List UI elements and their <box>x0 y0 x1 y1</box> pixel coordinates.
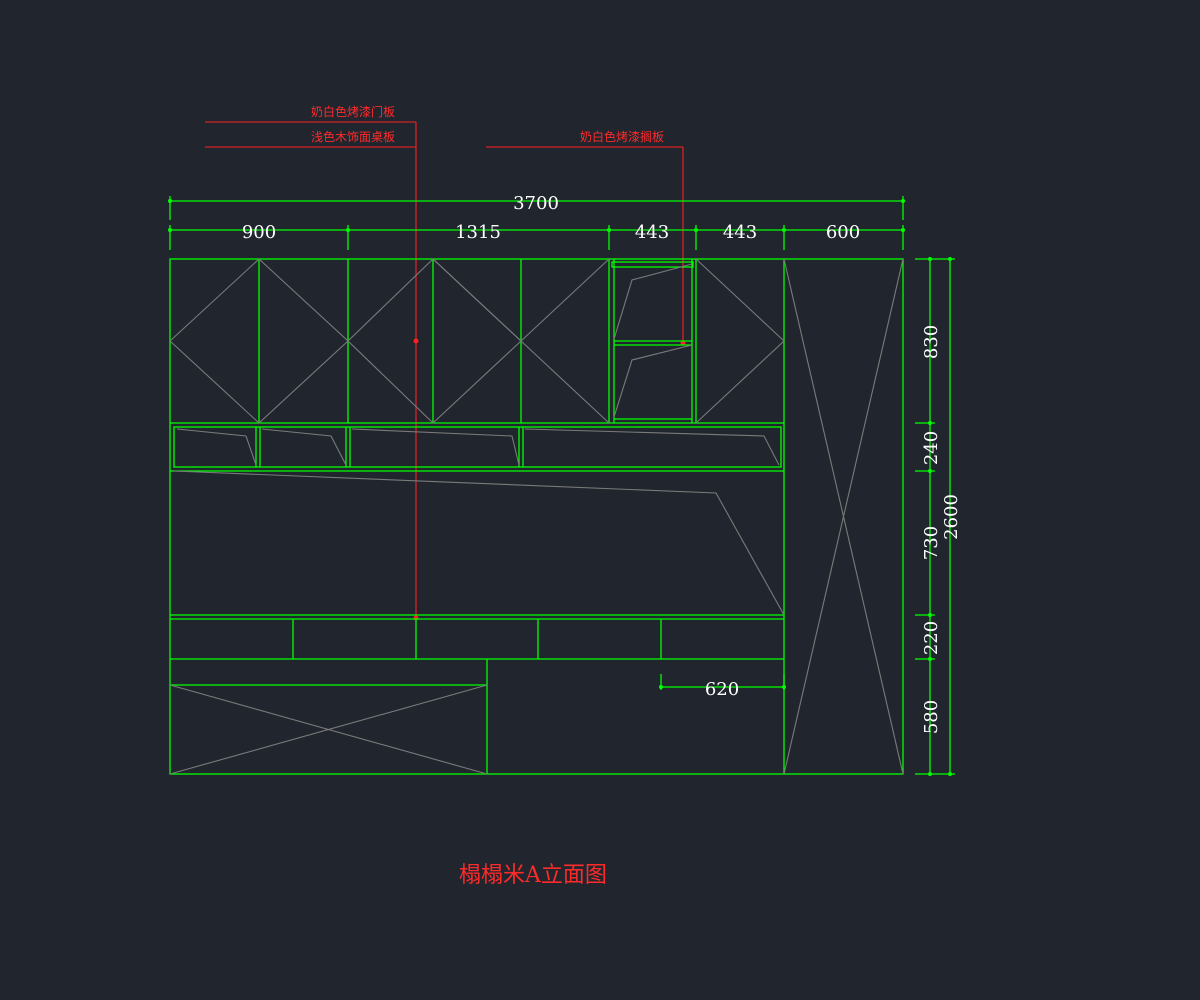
dim-width-5: 600 <box>826 222 860 243</box>
dim-width-4: 443 <box>723 222 757 243</box>
callout-shelf-panel: 奶白色烤漆搁板 <box>580 129 664 144</box>
dim-total-height: 2600 <box>941 494 962 540</box>
horizontal-dimension-lines <box>168 196 905 250</box>
dim-total-width: 3700 <box>513 193 559 214</box>
vertical-dimension-lines <box>915 257 955 776</box>
drawing-title: 榻榻米A立面图 <box>459 863 607 888</box>
dim-height-4: 220 <box>921 621 942 655</box>
door-swing-lines <box>169 258 904 775</box>
cabinet-structure <box>169 258 904 775</box>
dim-height-2: 240 <box>921 431 942 465</box>
callout-door-panel: 奶白色烤漆门板 <box>311 104 395 119</box>
callout-desk-panel: 浅色木饰面桌板 <box>311 130 395 144</box>
dim-width-2: 1315 <box>455 222 501 243</box>
dim-height-3: 730 <box>921 526 942 560</box>
dim-height-5: 580 <box>921 700 942 734</box>
dim-inner-width: 620 <box>705 679 739 700</box>
dim-width-3: 443 <box>635 222 669 243</box>
callout-leaders <box>205 121 686 621</box>
dim-height-1: 830 <box>921 325 942 359</box>
dim-width-1: 900 <box>242 222 276 243</box>
